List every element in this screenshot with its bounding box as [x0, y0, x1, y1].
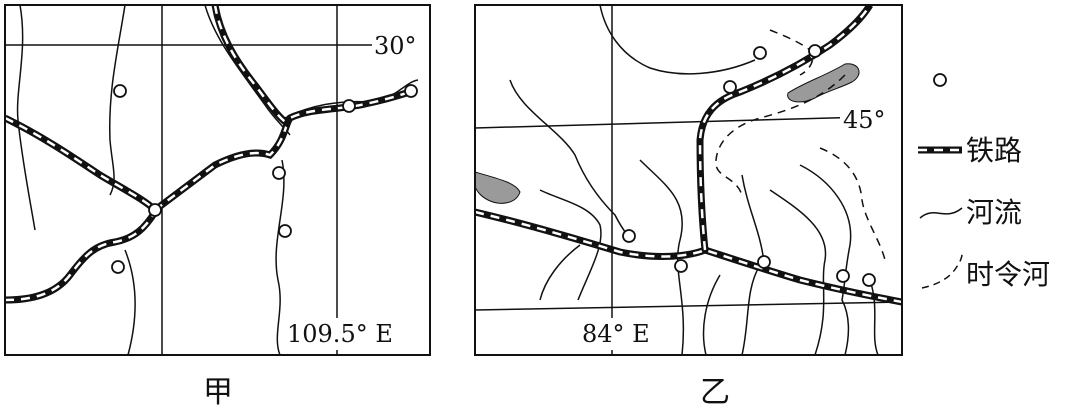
rivers-jia — [16, 5, 419, 355]
city-circle-icon — [753, 46, 767, 60]
legend-seasonal-river: 时令河 — [921, 253, 1050, 291]
city-circle-icon — [342, 99, 356, 113]
city-circle-icon — [278, 224, 292, 238]
legend-railway: 铁路 — [918, 134, 1022, 167]
river — [741, 174, 765, 263]
seasonal-river-icon — [921, 253, 963, 289]
legend-railway-label: 铁路 — [966, 134, 1022, 167]
river — [799, 164, 852, 355]
city-circle-icon — [723, 80, 737, 94]
legend-river-label: 河流 — [966, 196, 1022, 229]
lat-label-yi: 45° — [843, 106, 886, 134]
lake — [475, 171, 521, 204]
lat-label-jia: 30° — [374, 32, 417, 60]
seasonal-river — [819, 147, 886, 261]
map-jia: 30° 109.5° E 甲 — [4, 4, 431, 410]
cities-yi — [622, 44, 876, 287]
latitude-line-yi-south — [475, 301, 902, 311]
river — [108, 5, 126, 196]
lon-label-yi: 84° E — [582, 320, 650, 348]
lake — [787, 63, 860, 103]
river — [869, 279, 879, 355]
river — [509, 79, 629, 237]
river — [124, 249, 136, 355]
river-line-icon — [919, 207, 963, 219]
river — [539, 244, 581, 301]
latitude-line-45 — [475, 115, 902, 129]
city-circle-icon — [836, 269, 850, 283]
river — [599, 5, 756, 75]
map-yi-frame — [474, 4, 903, 356]
legend-city — [933, 73, 947, 87]
map-yi: 45° 84° E 乙 — [474, 4, 903, 410]
river — [275, 159, 285, 355]
city-circle-icon — [757, 255, 771, 269]
railways-jia — [5, 5, 410, 300]
legend-river: 河流 — [919, 196, 1022, 229]
city-circle-icon — [404, 84, 418, 98]
seasonal-river — [715, 74, 846, 196]
city-circle-icon — [272, 166, 286, 180]
caption-yi: 乙 — [700, 375, 730, 410]
city-circle-icon — [113, 84, 127, 98]
legend-seasonal-river-label: 时令河 — [966, 258, 1050, 291]
legend: 铁路 河流 时令河 — [918, 73, 1050, 291]
city-circle-icon — [933, 73, 947, 87]
city-circle-icon — [148, 203, 162, 217]
city-circle-icon — [808, 44, 822, 58]
cities-jia — [111, 84, 418, 274]
city-circle-icon — [111, 260, 125, 274]
city-circle-icon — [674, 259, 688, 273]
river — [16, 5, 36, 231]
map-jia-frame — [4, 4, 431, 356]
rivers-yi — [509, 5, 879, 355]
river — [769, 189, 827, 355]
city-circle-icon — [862, 273, 876, 287]
river — [702, 274, 721, 355]
river — [639, 159, 685, 355]
city-circle-icon — [622, 229, 636, 243]
lon-label-jia: 109.5° E — [287, 320, 393, 348]
river — [741, 264, 761, 355]
caption-jia: 甲 — [203, 375, 233, 410]
river — [539, 189, 602, 301]
railways-yi — [475, 5, 902, 302]
